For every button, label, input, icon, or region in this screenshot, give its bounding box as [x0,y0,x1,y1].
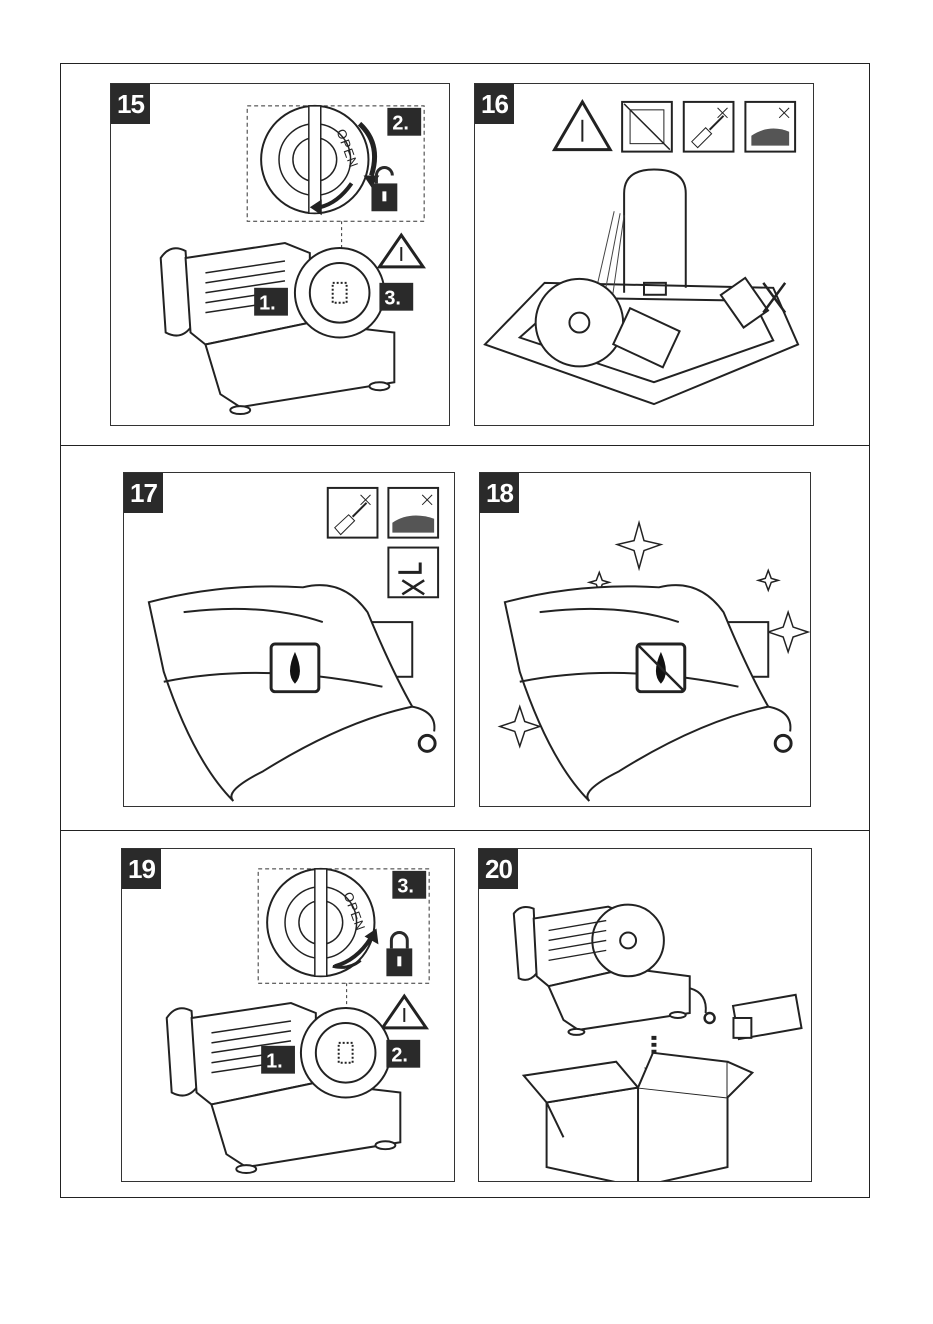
step-label: 3. [384,288,401,310]
no-scraper-icon [684,102,734,152]
panel-18: 18 [479,472,811,807]
damp-cloth-icon [271,644,319,692]
no-scouring-pad-icon [745,102,795,152]
no-detergent-icon [721,278,785,328]
wipe-with-damp-cloth-illustration [124,473,454,806]
blade-dial-closeup: OPEN [261,106,368,213]
cut-warning-icon [382,996,426,1028]
step-label: 2. [391,1045,408,1067]
cardboard-box [524,1053,753,1181]
cut-warning-icon [379,235,423,267]
panel-17: 17 [123,472,455,807]
no-dishwasher-icon [622,102,672,152]
panel-20: 20 [478,848,812,1182]
slicer-blade-removal-illustration: OPEN 2. [111,84,449,425]
slicer-machine [167,1003,401,1173]
lock-icon [386,932,412,976]
row-divider-1 [60,445,870,446]
slicer-machine [514,905,715,1035]
cut-warning-icon [555,102,611,150]
no-running-water-icon [388,548,438,598]
no-scouring-pad-icon [388,488,438,538]
step-label: 1. [266,1051,283,1073]
blade [536,279,623,366]
row-divider-2 [60,830,870,831]
blade-dial-closeup: OPEN [267,869,374,976]
dry-with-cloth-illustration [480,473,810,806]
panel-16: 16 [474,83,814,426]
carriage-part [733,995,802,1039]
wash-by-hand-illustration [475,84,813,425]
dry-cloth-icon [637,644,685,692]
unlock-icon [371,168,397,212]
no-scraper-icon [328,488,378,538]
step-label: 3. [397,876,414,898]
panel-15: 15 OPEN 2. [110,83,450,426]
step-label: 2. [392,113,409,135]
step-label: 1. [259,293,276,315]
storage-in-box-illustration [479,849,811,1181]
slicer-machine [161,243,395,414]
panel-19: 19 OPEN 3. [121,848,455,1182]
slicer-blade-refit-illustration: OPEN 3. 1. [122,849,454,1181]
